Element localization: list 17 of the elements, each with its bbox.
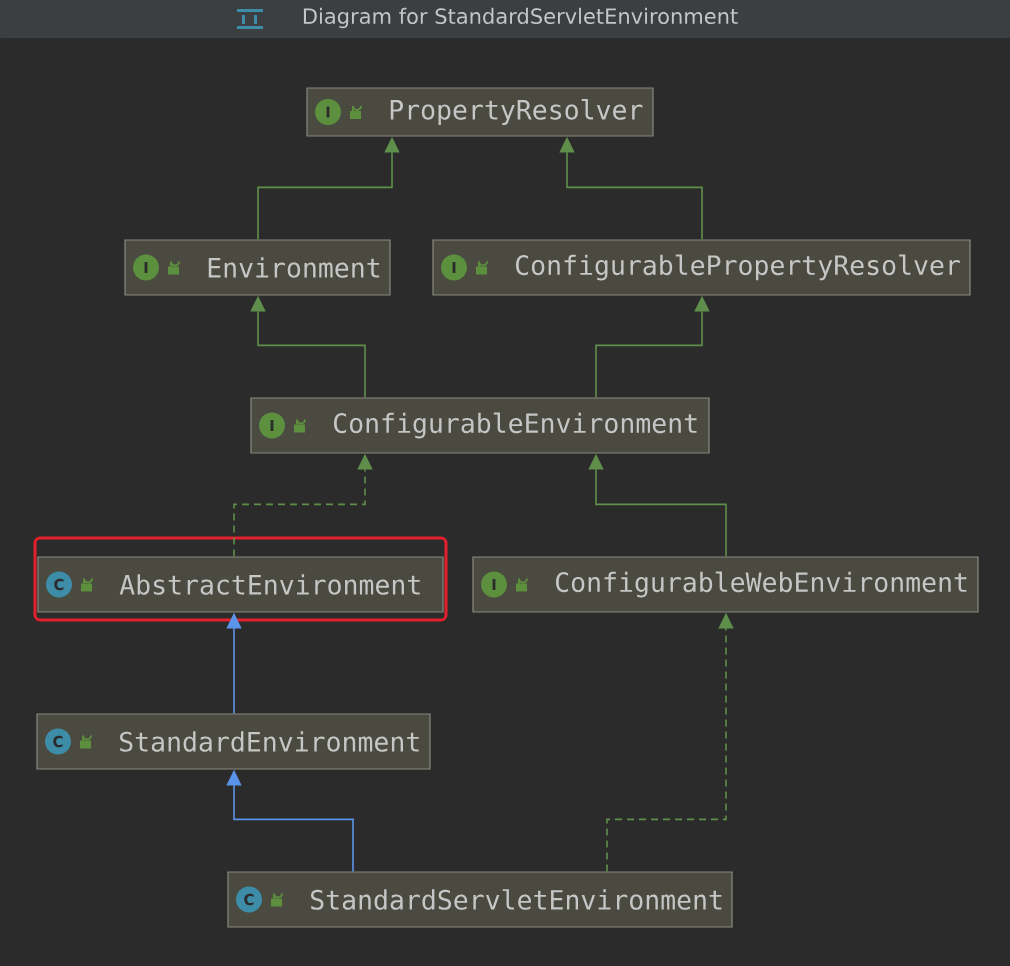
class-box [432, 239, 971, 296]
class-name: Environment [208, 257, 380, 278]
class-name: ConfigurableEnvironment [334, 412, 697, 439]
title-bar: Diagram for StandardServletEnvironment [0, 0, 1010, 38]
class-name: StandardEnvironment [120, 731, 419, 752]
class-box [227, 871, 733, 928]
class-name: AbstractEnvironment [119, 574, 420, 595]
class-box [36, 713, 431, 770]
class-box [124, 239, 391, 296]
class-name: ConfigurablePropertyResolver [516, 254, 960, 281]
class-box [37, 556, 444, 613]
class-name: ConfigurableWebEnvironment [556, 571, 967, 598]
class-box [306, 87, 654, 137]
class-name: StandardServletEnvironment [311, 889, 722, 910]
class-name: PropertyResolver [390, 99, 643, 125]
class-box [250, 397, 710, 454]
class-box [472, 556, 979, 613]
